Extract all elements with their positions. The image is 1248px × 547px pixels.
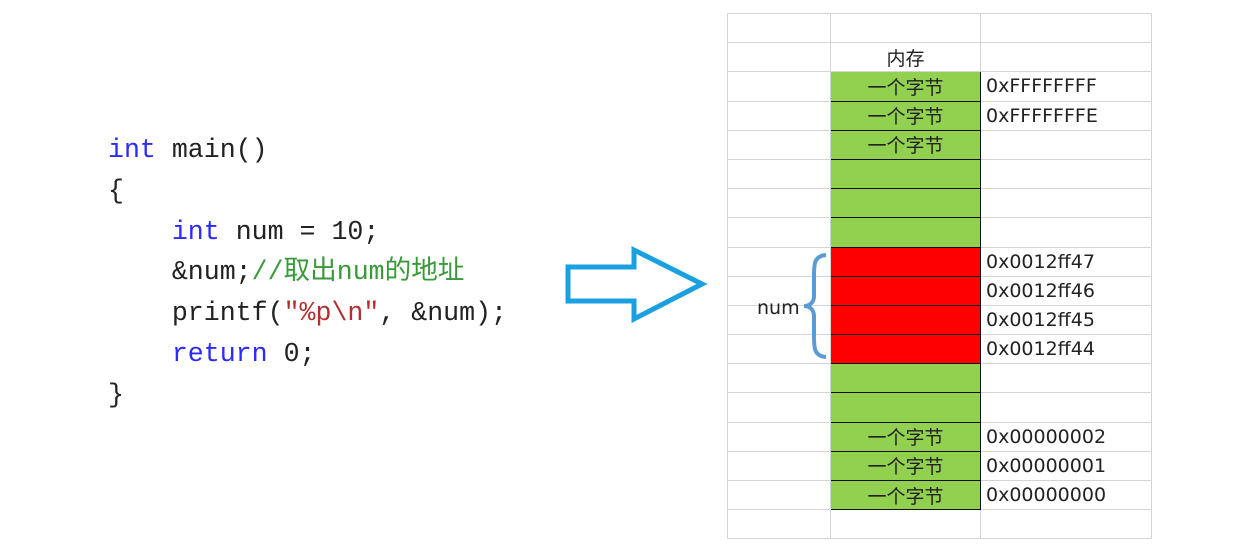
- grid-cell: 内存: [830, 42, 981, 73]
- grid-cell: [727, 12, 831, 44]
- address-cell: 0x00000000: [980, 479, 1152, 511]
- grid-cell: [727, 450, 831, 482]
- code-text: {: [108, 175, 124, 206]
- code-line: int num = 10;: [108, 212, 507, 253]
- memory-byte-cell: 一个字节: [830, 450, 981, 482]
- code-text: [108, 339, 172, 369]
- grid-cell: [980, 217, 1152, 248]
- code-text: 0;: [267, 338, 316, 369]
- code-text: , &num);: [379, 298, 507, 329]
- address-cell: 0x00000002: [980, 421, 1152, 452]
- grid-cell: [830, 12, 981, 44]
- grid-cell: [980, 42, 1152, 73]
- memory-byte-cell: [830, 217, 981, 248]
- code-line: {: [108, 171, 507, 212]
- grid-cell: [727, 129, 831, 160]
- memory-row: 一个字节: [727, 129, 1152, 160]
- code-line: return 0;: [108, 334, 507, 375]
- grid-cell: [727, 421, 831, 452]
- address-cell: 0x0012ff44: [980, 334, 1152, 365]
- num-variable-label: num: [757, 297, 800, 319]
- memory-row: [727, 12, 1152, 44]
- memory-byte-cell: 一个字节: [830, 421, 981, 452]
- grid-cell: [727, 392, 831, 423]
- code-text: &num;: [108, 257, 252, 288]
- memory-byte-cell: [830, 304, 981, 336]
- memory-row: [727, 509, 1152, 540]
- code-line: }: [108, 375, 507, 416]
- code-keyword: int: [108, 135, 156, 165]
- memory-row: 0x0012ff47: [727, 246, 1152, 277]
- memory-row: [727, 392, 1152, 423]
- memory-row: [727, 217, 1152, 248]
- memory-row: 0x0012ff44: [727, 334, 1152, 365]
- grid-cell: [980, 158, 1152, 190]
- grid-cell: [727, 479, 831, 511]
- code-keyword: int: [171, 216, 220, 247]
- address-cell: 0x00000001: [980, 450, 1152, 482]
- memory-row: [727, 188, 1152, 219]
- grid-cell: [980, 392, 1152, 423]
- memory-row: 内存: [727, 42, 1152, 73]
- grid-cell: [980, 12, 1152, 44]
- grid-cell: [727, 217, 831, 248]
- grid-cell: [830, 509, 981, 540]
- code-line: printf("%p\n", &num);: [108, 293, 507, 334]
- grid-cell: [980, 363, 1152, 394]
- code-line: &num;//取出num的地址: [108, 252, 507, 293]
- memory-byte-cell: [830, 275, 981, 306]
- code-text: main(): [155, 135, 268, 165]
- grid-cell: [727, 100, 831, 131]
- memory-byte-cell: [830, 188, 981, 219]
- memory-byte-cell: 一个字节: [830, 479, 981, 511]
- memory-byte-cell: 一个字节: [830, 71, 981, 102]
- grid-cell: [727, 188, 831, 219]
- address-cell: 0xFFFFFFFF: [980, 71, 1152, 102]
- code-string: "%p\n": [283, 298, 380, 329]
- right-arrow-icon: [565, 245, 708, 324]
- memory-row: [727, 158, 1152, 190]
- grid-cell: [980, 188, 1152, 219]
- memory-byte-cell: [830, 158, 981, 190]
- grid-cell: [980, 509, 1152, 540]
- memory-byte-cell: [830, 334, 981, 365]
- code-line: int main(): [108, 130, 507, 171]
- code-keyword: return: [171, 338, 268, 369]
- address-cell: 0x0012ff45: [980, 304, 1152, 336]
- code-comment: //取出num的地址: [251, 257, 465, 288]
- grid-cell: [727, 71, 831, 102]
- grid-cell: [727, 509, 831, 540]
- grid-cell: [980, 129, 1152, 160]
- address-cell: 0x0012ff46: [980, 275, 1152, 306]
- code-text: num = 10;: [219, 216, 380, 247]
- code-text: printf(: [108, 298, 284, 329]
- code-block: int main() { int num = 10; &num;//取出num的地…: [108, 130, 507, 416]
- grid-cell: [727, 363, 831, 394]
- memory-byte-cell: [830, 363, 981, 394]
- address-cell: 0xFFFFFFFE: [980, 100, 1152, 131]
- curly-brace-icon: [803, 253, 827, 359]
- memory-byte-cell: [830, 246, 981, 277]
- memory-byte-cell: 一个字节: [830, 100, 981, 131]
- code-text: }: [108, 379, 124, 410]
- memory-byte-cell: [830, 392, 981, 423]
- grid-cell: [727, 158, 831, 190]
- memory-row: [727, 363, 1152, 394]
- memory-byte-cell: 一个字节: [830, 129, 981, 160]
- code-text: [108, 217, 172, 247]
- grid-cell: [727, 42, 831, 73]
- address-cell: 0x0012ff47: [980, 246, 1152, 277]
